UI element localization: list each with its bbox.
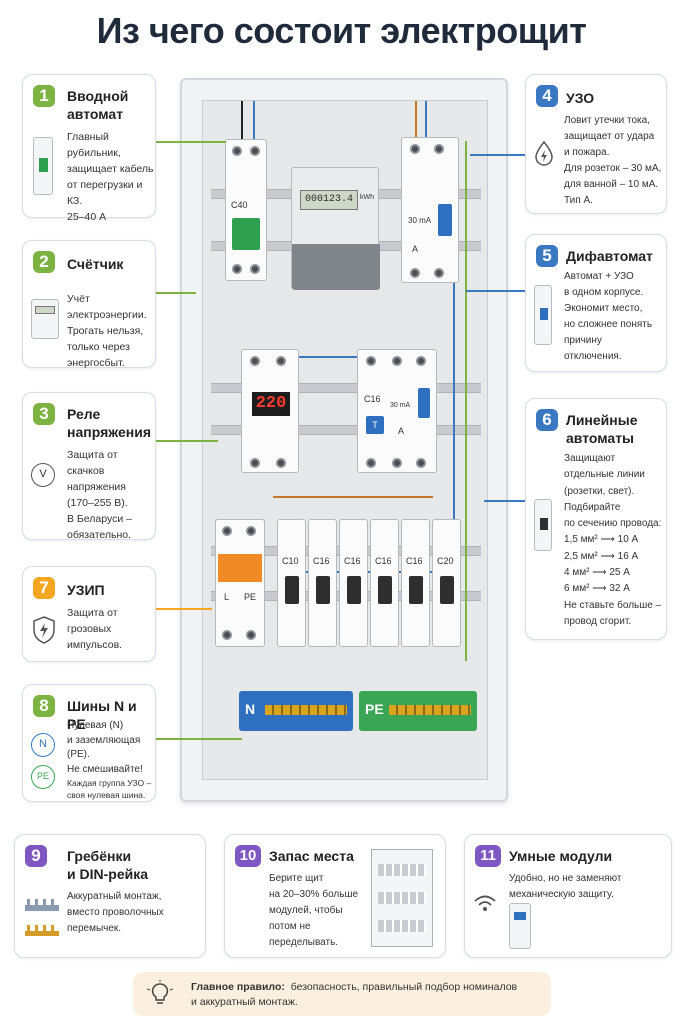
breaker: C16 [308, 519, 337, 647]
lightning-shield-icon [33, 616, 55, 644]
card-meter: 2 Счётчик Учёт электроэнергии. Трогать н… [22, 240, 156, 369]
breaker-icon [534, 499, 552, 551]
card-main-breaker: 1 Вводной автомат Главный рубильник, защ… [22, 74, 156, 223]
spare-panel-icon [371, 849, 433, 947]
rcd-device: 30 mA A [401, 137, 459, 283]
ground-badge: PE [31, 765, 55, 789]
breaker: C10 [277, 519, 306, 647]
meter-display: 000123.4 [300, 190, 358, 210]
card-busbar-comb: 9 Гребёнки и DIN-рейка Аккуратный монтаж… [14, 834, 206, 958]
card-buses: 8 Шины N и PE N PE Нулевая (N) и заземля… [22, 684, 156, 802]
panel-interior: C40 000123.4 kWh 30 mA A 220 C16 [202, 100, 488, 780]
card-smart-modules: 11 Умные модули Удобно, но не заменяют м… [464, 834, 672, 958]
din-rail [211, 383, 481, 393]
main-breaker-rating: C40 [231, 200, 248, 210]
card-rcbo: 5 Дифавтомат Автомат + УЗО в одном корпу… [525, 234, 667, 372]
rcbo-device: C16 30 mA T A [357, 349, 437, 473]
card-line-breakers: 6 Линейные автоматы Защищают отдельные л… [525, 398, 667, 640]
neutral-bus: N [239, 691, 353, 731]
rcbo-icon [534, 285, 552, 345]
breaker: C16 [370, 519, 399, 647]
wifi-icon [474, 895, 496, 911]
smart-module-icon [509, 903, 531, 949]
breaker-icon [33, 137, 53, 195]
voltage-icon: V [31, 463, 55, 487]
surge-protector: L PE [215, 519, 265, 647]
neutral-badge: N [31, 733, 55, 757]
card-surge-protector: 7 УЗИП Защита от грозовых импульсов. [22, 566, 156, 662]
breaker: C16 [339, 519, 368, 647]
meter-icon [31, 299, 59, 339]
card-rcd: 4 УЗО Ловит утечки тока, защищает от уда… [525, 74, 667, 214]
water-drop-shield-icon [535, 140, 553, 166]
main-rule-note: Главное правило: безопасность, правильны… [133, 972, 551, 1016]
lightbulb-icon [147, 980, 173, 1004]
breaker: C16 [401, 519, 430, 647]
page-title: Из чего состоит электрощит [96, 10, 587, 51]
breaker-row: C10 C16 C16 C16 C16 C20 [277, 519, 463, 647]
electricity-meter: 000123.4 kWh [291, 167, 380, 290]
electrical-panel: C40 000123.4 kWh 30 mA A 220 C16 [180, 78, 508, 802]
voltage-relay: 220 [241, 349, 299, 473]
comb-busbar-icon [25, 899, 59, 936]
din-rail [211, 425, 481, 435]
card-voltage-relay: 3 Реле напряжения V Защита от скачков на… [22, 392, 156, 541]
card-spare-space: 10 Запас места Берите щит на 20–30% боль… [224, 834, 446, 958]
relay-display: 220 [252, 392, 290, 416]
breaker: C20 [432, 519, 461, 647]
main-breaker: C40 [225, 139, 267, 281]
ground-bus: PE [359, 691, 477, 731]
